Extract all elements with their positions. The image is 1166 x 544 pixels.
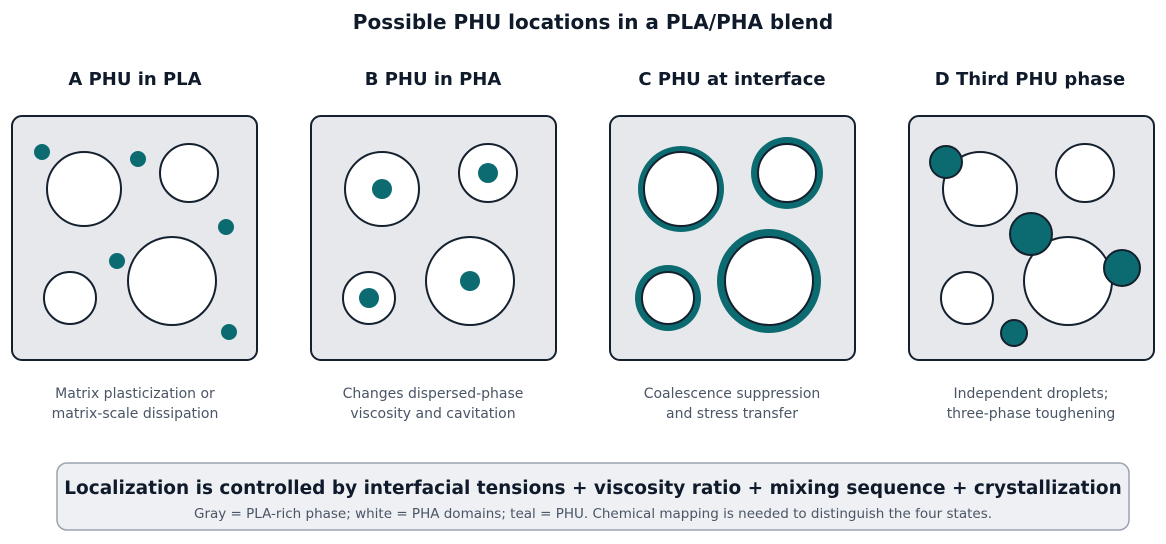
phu-core xyxy=(478,163,498,183)
panel-b-title: B PHU in PHA xyxy=(365,69,502,90)
phu-droplet xyxy=(218,219,234,235)
pha-domain xyxy=(643,151,719,227)
panel-c: C PHU at interface Coalescence suppressi… xyxy=(609,69,856,422)
panel-c-caption-line1: Coalescence suppression xyxy=(644,386,821,402)
panel-d-caption-line2: three-phase toughening xyxy=(947,406,1116,422)
phu-droplet xyxy=(221,324,237,340)
panel-d-title: D Third PHU phase xyxy=(935,69,1125,90)
panel-d: D Third PHU phase Independent droplets; … xyxy=(908,69,1155,422)
phu-core xyxy=(372,179,392,199)
phu-droplet xyxy=(109,253,125,269)
pha-domain xyxy=(724,236,814,326)
panel-a-caption-line1: Matrix plasticization or xyxy=(55,386,215,402)
pha-domain xyxy=(159,143,219,203)
pha-domain xyxy=(46,151,122,227)
phu-droplet xyxy=(1103,249,1141,287)
pha-domain xyxy=(940,271,994,325)
phu-droplet xyxy=(34,144,50,160)
panel-a: A PHU in PLA Matrix plasticization or ma… xyxy=(11,69,258,422)
phu-droplet xyxy=(929,145,963,179)
phu-droplet xyxy=(1000,319,1028,347)
panel-c-title: C PHU at interface xyxy=(638,69,825,90)
phu-droplet xyxy=(130,151,146,167)
pha-domain xyxy=(757,143,817,203)
summary-title: Localization is controlled by interfacia… xyxy=(64,478,1122,499)
pha-domain xyxy=(942,151,1018,227)
diagram-title: Possible PHU locations in a PLA/PHA blen… xyxy=(353,10,833,34)
panel-a-title: A PHU in PLA xyxy=(68,69,201,90)
phu-core xyxy=(460,271,480,291)
phu-core xyxy=(359,288,379,308)
summary-box: Localization is controlled by interfacia… xyxy=(56,462,1130,531)
panel-d-caption-line1: Independent droplets; xyxy=(954,386,1109,402)
summary-box-background xyxy=(56,462,1130,531)
pha-domain xyxy=(641,271,695,325)
panel-c-matrix xyxy=(609,115,856,361)
pha-domain xyxy=(43,271,97,325)
pha-domain xyxy=(1055,143,1115,203)
panel-c-caption-line2: and stress transfer xyxy=(666,406,798,422)
pha-domain xyxy=(127,236,217,326)
phu-droplet xyxy=(1009,212,1053,256)
panel-b-matrix xyxy=(310,115,557,361)
panel-a-caption-line2: matrix-scale dissipation xyxy=(52,406,219,422)
panel-b-caption-line1: Changes dispersed-phase xyxy=(343,386,524,402)
panel-b-caption-line2: viscosity and cavitation xyxy=(350,406,515,422)
panel-b: B PHU in PHA Changes dispersed-phase vis… xyxy=(310,69,557,422)
summary-subtitle: Gray = PLA-rich phase; white = PHA domai… xyxy=(194,506,992,522)
